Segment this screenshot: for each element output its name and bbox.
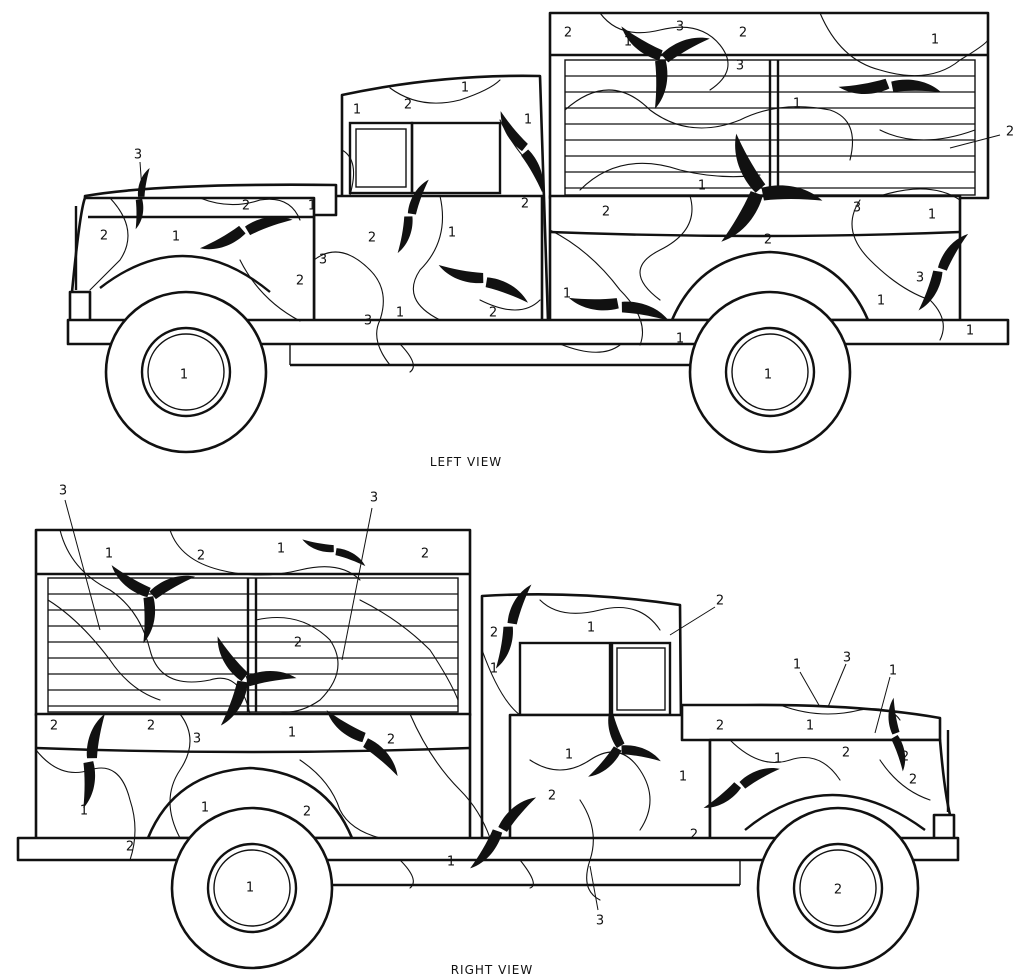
left-rear-fender <box>670 250 870 322</box>
left-color-label: 3 <box>134 148 142 163</box>
left-color-label: 1 <box>931 33 939 48</box>
left-color-label: 1 <box>676 332 684 347</box>
left-color-label: 3 <box>319 253 327 268</box>
left-color-label: 1 <box>877 294 885 309</box>
left-color-label: 3 <box>853 201 861 216</box>
left-color-label: 1 <box>624 35 632 50</box>
left-color-labels: 1 2 3 1 2 3 1 2 1 1 2 2 1 2 1 3 2 1 2 3 … <box>100 20 1014 383</box>
right-color-label: 1 <box>889 664 897 679</box>
right-rear-wheel <box>170 806 334 970</box>
left-color-label: 2 <box>764 233 772 248</box>
right-color-label: 3 <box>370 491 378 506</box>
right-cargo-canopy <box>34 528 472 717</box>
right-color-label: 2 <box>690 828 698 843</box>
right-view-caption: RIGHT VIEW <box>451 963 534 977</box>
right-color-label: 1 <box>288 726 296 741</box>
left-color-label: 1 <box>563 287 571 302</box>
left-color-label: 2 <box>404 98 412 113</box>
right-color-label: 3 <box>193 732 201 747</box>
right-color-label: 2 <box>716 594 724 609</box>
right-color-label: 1 <box>565 748 573 763</box>
left-color-label: 2 <box>564 26 572 41</box>
left-color-label: 3 <box>916 271 924 286</box>
svg-text:1: 1 <box>180 368 188 383</box>
left-color-label: 2 <box>1006 125 1014 140</box>
right-color-label: 2 <box>294 636 302 651</box>
left-color-label: 1 <box>461 81 469 96</box>
left-color-label: 2 <box>739 26 747 41</box>
left-color-label: 1 <box>308 199 316 214</box>
right-color-label: 2 <box>901 750 909 765</box>
left-color-label: 1 <box>396 306 404 321</box>
left-color-label: 3 <box>736 59 744 74</box>
left-color-label: 2 <box>100 229 108 244</box>
left-canopy-slats <box>565 75 975 189</box>
right-color-label: 1 <box>806 719 814 734</box>
right-color-label: 2 <box>303 805 311 820</box>
right-color-label: 1 <box>105 547 113 562</box>
right-color-label: 1 <box>490 662 498 677</box>
right-color-label: 2 <box>909 773 917 788</box>
right-color-label: 1 <box>774 752 782 767</box>
left-color-label: 1 <box>353 103 361 118</box>
svg-text:3: 3 <box>364 314 372 329</box>
right-color-label: 3 <box>596 914 604 929</box>
left-color-label: 1 <box>928 208 936 223</box>
left-color-label: 2 <box>368 231 376 246</box>
left-view-truck: 1 2 3 1 2 3 1 2 1 1 2 2 1 2 1 3 2 1 2 3 … <box>66 11 1014 469</box>
right-front-wheel <box>756 806 920 970</box>
right-color-label: 1 <box>679 770 687 785</box>
right-color-label: 2 <box>490 626 498 641</box>
left-color-label: 2 <box>521 197 529 212</box>
right-color-label: 1 <box>447 855 455 870</box>
left-color-label: 1 <box>698 179 706 194</box>
right-color-label: 2 <box>197 549 205 564</box>
svg-text:1: 1 <box>764 368 772 383</box>
right-color-label: 2 <box>147 719 155 734</box>
left-color-label: 3 <box>676 20 684 35</box>
right-color-label: 2 <box>834 883 842 898</box>
left-color-label: 1 <box>524 113 532 128</box>
right-canopy-slats <box>48 593 458 707</box>
left-color-label: 2 <box>602 205 610 220</box>
left-color-label: 1 <box>793 97 801 112</box>
right-color-label: 1 <box>587 621 595 636</box>
left-view-caption: LEFT VIEW <box>430 455 502 469</box>
right-color-label: 2 <box>842 746 850 761</box>
left-color-label: 1 <box>448 226 456 241</box>
right-color-label: 3 <box>843 651 851 666</box>
right-color-label: 2 <box>421 547 429 562</box>
right-color-label: 2 <box>126 840 134 855</box>
left-front-wheel <box>104 290 268 454</box>
right-color-label: 1 <box>201 801 209 816</box>
right-color-label: 1 <box>246 881 254 896</box>
right-color-label: 2 <box>50 719 58 734</box>
left-door <box>312 194 544 323</box>
right-camo-boundaries <box>35 529 931 901</box>
right-view-truck: 3 3 1 2 1 2 2 1 2 1 2 1 3 1 2 1 2 1 2 1 … <box>16 484 960 977</box>
left-color-label: 2 <box>489 306 497 321</box>
left-color-label: 1 <box>172 230 180 245</box>
right-color-label: 3 <box>59 484 67 499</box>
left-rear-wheel <box>688 290 852 454</box>
right-color-labels: 3 3 1 2 1 2 2 1 2 1 2 1 3 1 2 1 2 1 2 1 … <box>50 484 917 929</box>
right-color-label: 2 <box>716 719 724 734</box>
right-color-label: 1 <box>793 658 801 673</box>
left-color-label: 2 <box>296 274 304 289</box>
right-color-label: 1 <box>277 542 285 557</box>
right-color-label: 1 <box>80 804 88 819</box>
right-color-label: 2 <box>387 733 395 748</box>
left-color-label: 2 <box>242 199 250 214</box>
left-color-label: 1 <box>966 324 974 339</box>
right-color-label: 2 <box>548 789 556 804</box>
